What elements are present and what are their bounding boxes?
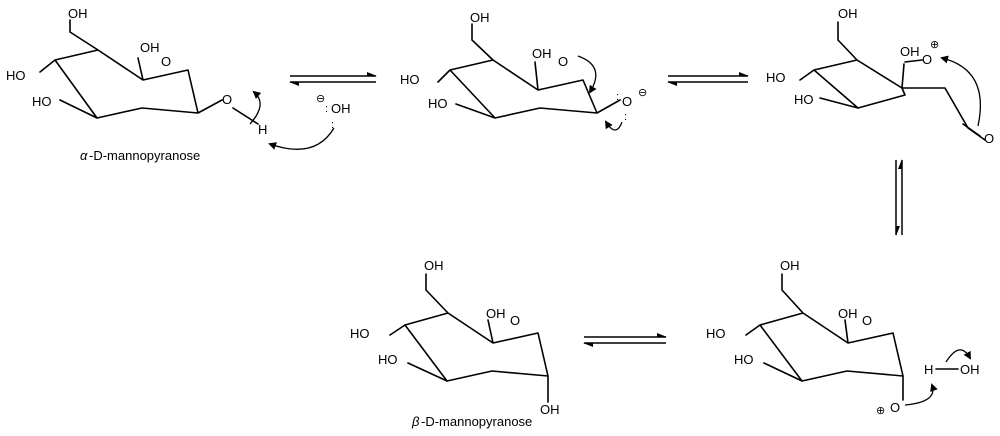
- beta-oxonium-structure: OH OH O HO HO ⊕ O: [706, 258, 938, 417]
- oh-label: OH: [838, 6, 858, 21]
- beta-mannopyranose-structure: OH OH O HO HO OH β -D-mannopyranose: [350, 258, 560, 429]
- hydroxide-ion: ⊖ OH : :: [268, 93, 351, 150]
- oh-label: OH: [900, 44, 920, 59]
- oh-label: OH: [540, 402, 560, 417]
- water-oh-label: OH: [960, 362, 980, 377]
- alkoxide-oxygen-label: O: [890, 400, 900, 415]
- ho-label: HO: [350, 326, 370, 341]
- curved-arrow: [268, 127, 335, 150]
- curved-arrow: [249, 90, 262, 125]
- ring-oxygen-label: O: [510, 313, 520, 328]
- ho-label: HO: [378, 352, 398, 367]
- ring-oxygen-label: O: [161, 54, 171, 69]
- alkoxide-intermediate-structure: OH OH O HO HO O : : ⊖: [400, 10, 647, 131]
- ho-label: HO: [794, 92, 814, 107]
- anomeric-oxygen-label: O: [222, 92, 232, 107]
- curved-arrow: [940, 55, 982, 127]
- plus-charge-icon: ⊕: [930, 39, 939, 51]
- open-chain-intermediate-structure: OH OH O ⊕ HO HO O: [766, 6, 994, 146]
- ho-label: HO: [6, 68, 26, 83]
- equilibrium-arrow: [667, 72, 749, 86]
- equilibrium-arrow: [895, 159, 903, 236]
- ho-label: HO: [734, 352, 754, 367]
- ring-oxygen-label: O: [862, 313, 872, 328]
- ho-label: HO: [706, 326, 726, 341]
- equilibrium-arrow: [583, 333, 667, 347]
- water-h-label: H: [924, 362, 933, 377]
- oh-label: OH: [486, 306, 506, 321]
- curved-arrow: [577, 55, 597, 94]
- minus-charge-icon: ⊖: [316, 93, 325, 105]
- lone-pair-icon: :: [325, 103, 328, 115]
- alpha-caption-prefix: α: [80, 148, 88, 163]
- minus-charge-icon: ⊖: [638, 87, 647, 99]
- lone-pair-icon: :: [616, 91, 619, 103]
- oh-label: OH: [532, 46, 552, 61]
- hydroxide-label: OH: [331, 101, 351, 116]
- beta-caption-name: -D-mannopyranose: [421, 414, 532, 429]
- oh-label: OH: [140, 40, 160, 55]
- curved-arrow: [904, 383, 938, 406]
- oh-label: OH: [780, 258, 800, 273]
- curved-arrow: [604, 120, 623, 131]
- lone-pair-icon: :: [331, 119, 334, 131]
- hydroxyl-h-label: H: [258, 122, 267, 137]
- oxonium-oxygen-label: O: [922, 52, 932, 67]
- oh-label: OH: [838, 306, 858, 321]
- curved-arrow: [945, 349, 971, 363]
- alpha-caption-name: -D-mannopyranose: [89, 148, 200, 163]
- ho-label: HO: [766, 70, 786, 85]
- alpha-mannopyranose-structure: OH OH O HO HO O H α -D-mannopyranose: [6, 6, 267, 163]
- ho-label: HO: [32, 94, 52, 109]
- alkoxide-oxygen-label: O: [622, 94, 632, 109]
- lone-pair-icon: :: [624, 111, 627, 123]
- oh-label: OH: [470, 10, 490, 25]
- ho-label: HO: [428, 96, 448, 111]
- ho-label: HO: [400, 72, 420, 87]
- oh-label: OH: [68, 6, 88, 21]
- water-molecule: H OH: [924, 349, 980, 377]
- carbonyl-oxygen-label: O: [984, 131, 994, 146]
- oh-label: OH: [424, 258, 444, 273]
- equilibrium-arrow: [289, 72, 377, 86]
- ring-oxygen-label: O: [558, 54, 568, 69]
- plus-charge-icon: ⊕: [876, 405, 885, 417]
- beta-caption-prefix: β: [411, 414, 420, 429]
